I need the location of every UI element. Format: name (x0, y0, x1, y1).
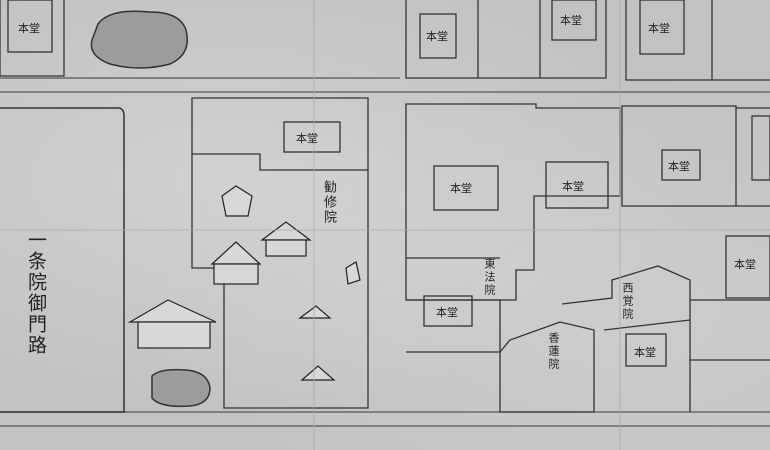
label-saisho-in: 西覚院 (621, 282, 634, 321)
label-tou-in: 東法院 (483, 258, 496, 297)
hall-label: 本堂 (562, 180, 584, 193)
hall-label: 本堂 (436, 306, 458, 319)
hall-label: 本堂 (450, 182, 472, 195)
hall-label: 本堂 (426, 30, 448, 43)
hall-label: 本堂 (734, 258, 756, 271)
temple-buildings (127, 185, 361, 381)
main-road-block (0, 107, 125, 413)
hall-label: 本堂 (560, 14, 582, 27)
hall-label: 本堂 (18, 22, 40, 35)
pond-top (90, 10, 188, 69)
right-compounds (405, 103, 770, 413)
label-kou-in: 香蓮院 (547, 332, 560, 371)
main-road-label: 一条院御門路 (25, 230, 47, 356)
hall-label: 本堂 (648, 22, 670, 35)
hall-label: 本堂 (296, 132, 318, 145)
label-kanshu-in: 勧修院 (321, 180, 336, 225)
pond-bottom (151, 368, 211, 408)
hall-label: 本堂 (668, 160, 690, 173)
hall-label: 本堂 (634, 346, 656, 359)
